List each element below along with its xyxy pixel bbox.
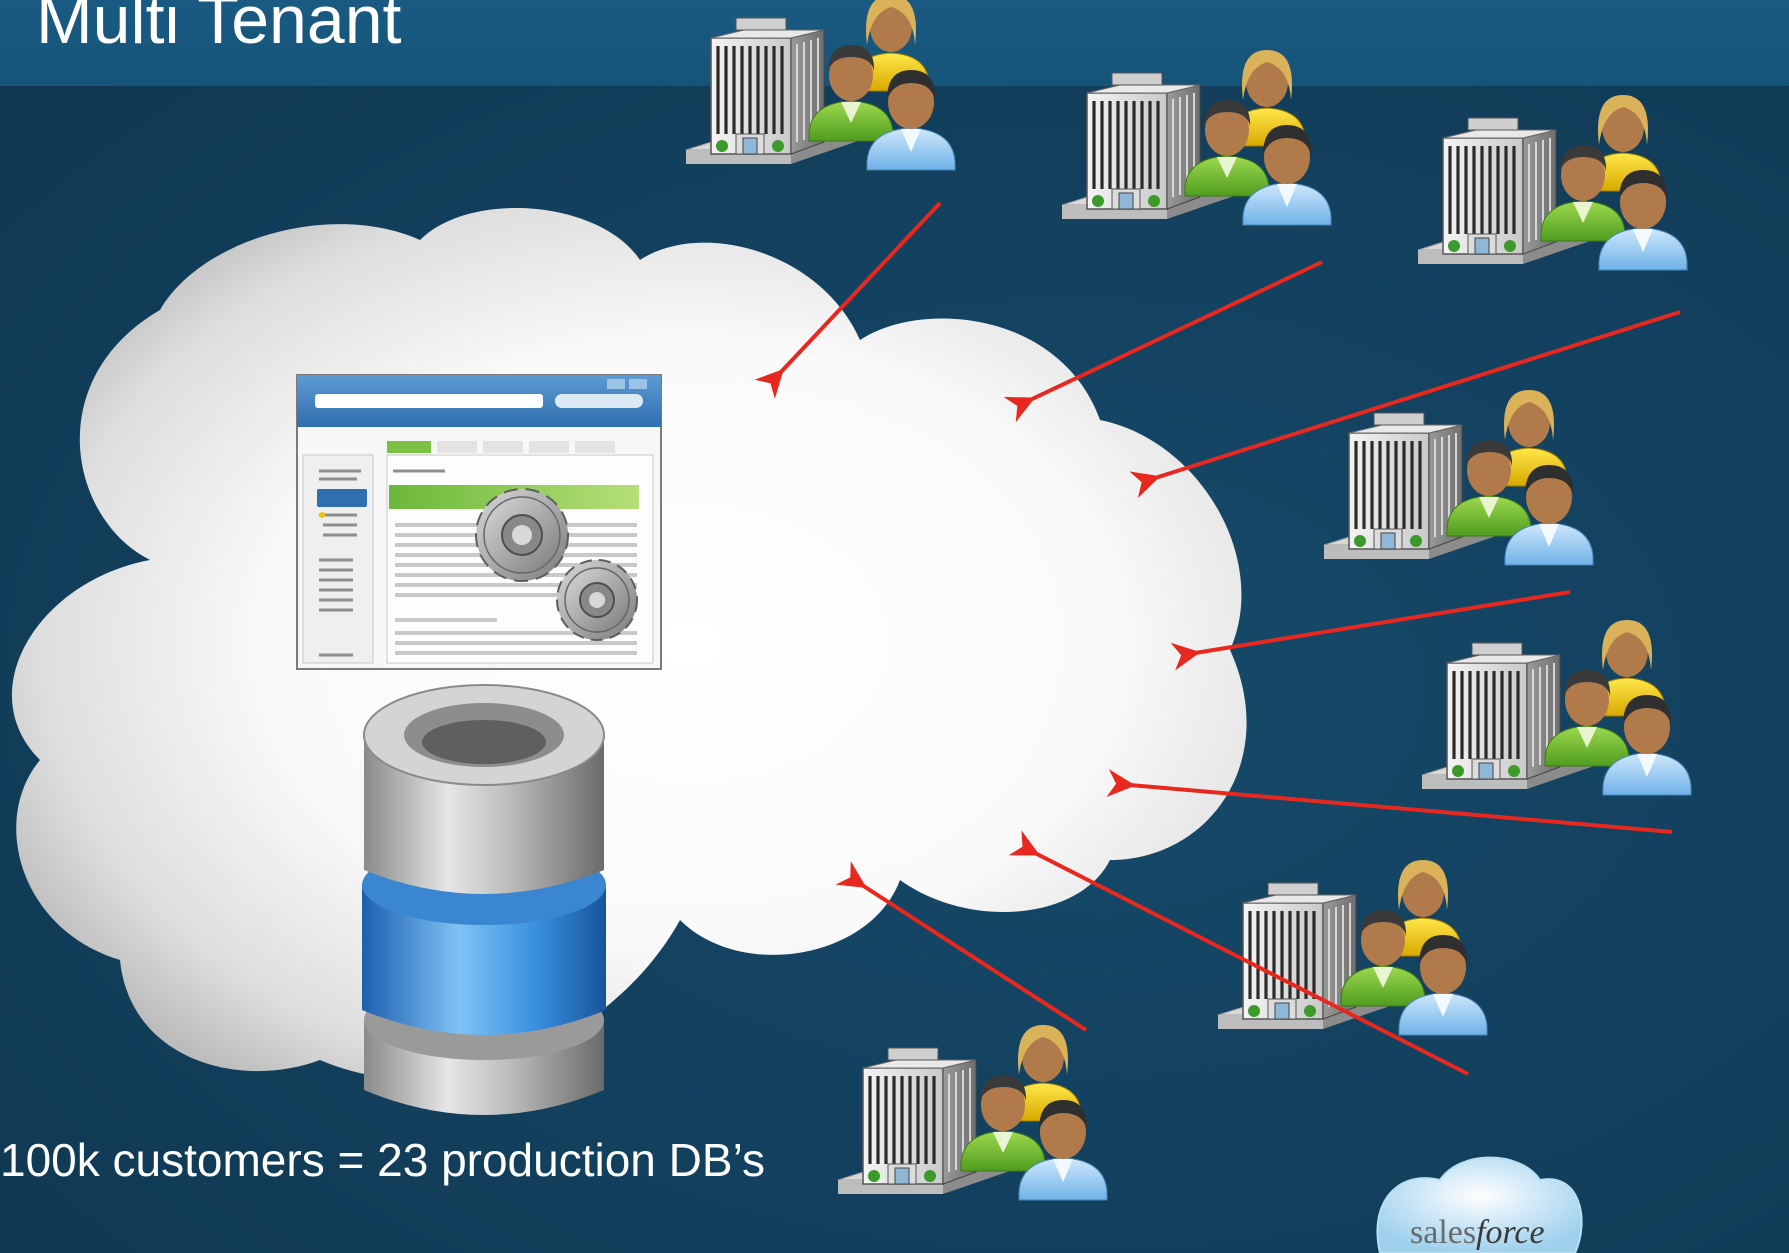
arrow-3: [1129, 310, 1681, 499]
gears-icon: [475, 488, 638, 641]
connection-arrows: [754, 201, 1681, 1076]
page-title: Multi Tenant: [36, 0, 402, 58]
database-icon: [362, 684, 606, 1115]
arrow-4: [1170, 590, 1571, 671]
logo-text-force: force: [1476, 1214, 1545, 1251]
arrow-7: [835, 861, 1088, 1032]
arrow-2: [1003, 260, 1323, 423]
caption-text: 100k customers = 23 production DB’s: [0, 1134, 765, 1186]
logo-text-sales: sales: [1410, 1214, 1476, 1251]
salesforce-logo: sales force: [1376, 1156, 1583, 1253]
arrow-5: [1106, 769, 1673, 834]
arrow-6: [1008, 830, 1469, 1076]
arrow-1: [754, 201, 942, 399]
app-window-icon: [296, 374, 662, 670]
